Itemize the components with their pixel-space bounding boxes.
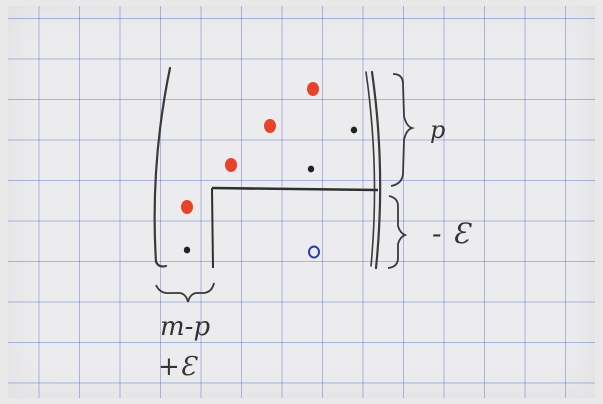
- right-bracket: [370, 70, 382, 270]
- red-dot: [181, 200, 193, 214]
- red-dot: [264, 119, 276, 133]
- black-dot: [350, 126, 358, 134]
- blue-circle: [308, 245, 320, 259]
- graph-paper: [8, 6, 595, 398]
- black-dot: [183, 246, 191, 254]
- brace-minus-epsilon: [387, 195, 408, 269]
- block-vertical-line: [211, 187, 214, 269]
- black-dot: [307, 165, 315, 173]
- brace-p: [390, 73, 415, 187]
- label-plus-epsilon: +Ɛ: [158, 352, 196, 382]
- label-m-minus-p: m-p: [160, 312, 211, 342]
- left-bracket: [153, 66, 172, 268]
- block-horizontal-line: [211, 186, 379, 192]
- red-dot: [225, 158, 237, 172]
- label-minus-epsilon: - Ɛ: [432, 217, 471, 250]
- red-dot: [307, 82, 319, 96]
- brace-m-minus-p: [155, 282, 215, 303]
- label-p: p: [430, 116, 446, 144]
